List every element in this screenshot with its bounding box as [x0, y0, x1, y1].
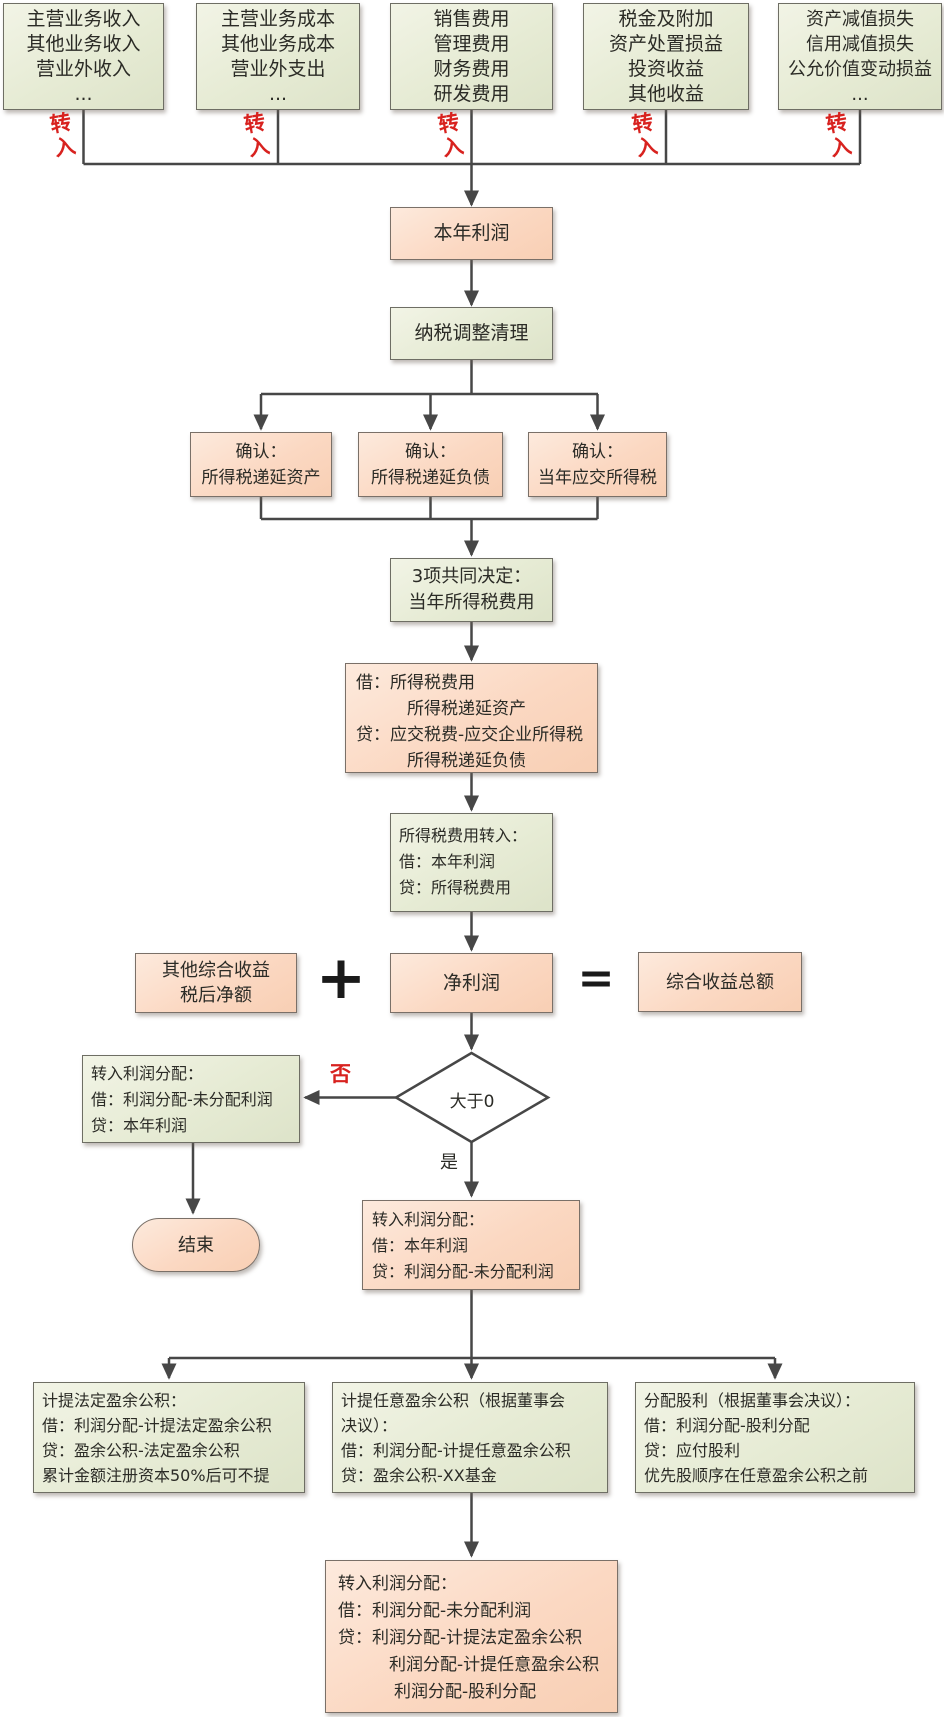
node-confirm-deferred-asset: 确认： 所得税递延资产 — [190, 432, 332, 497]
node-line: 净利润 — [442, 971, 500, 994]
node-line: 主营业务收入 — [26, 7, 141, 30]
node-line: 当年所得税费用 — [408, 592, 535, 613]
node-line: 资产处置损益 — [608, 32, 723, 55]
edge-label-no: 否 — [330, 1062, 351, 1086]
node-line: 利润分配-计提任意盈余公积 — [389, 1655, 600, 1675]
node-end: 结束 — [132, 1218, 260, 1272]
node-line: 转入利润分配： — [372, 1210, 485, 1229]
node-line: 3项共同决定： — [411, 566, 532, 587]
node-line: 借：利润分配-未分配利润 — [338, 1601, 532, 1621]
node-dividends: 分配股利（根据董事会决议）： 借：利润分配-股利分配 贷：应付股利 优先股顺序在… — [635, 1382, 915, 1493]
node-confirm-payable: 确认： 当年应交所得税 — [528, 432, 667, 497]
node-line: 所得税费用转入： — [399, 826, 528, 845]
node-line: 财务费用 — [433, 57, 510, 80]
node-line: 研发费用 — [433, 82, 510, 105]
node-line: 资产减值损失 — [806, 8, 914, 30]
node-line: 借：利润分配-计提法定盈余公积 — [42, 1416, 272, 1435]
node-line: 优先股顺序在任意盈余公积之前 — [644, 1466, 869, 1485]
node-line: 其他收益 — [627, 82, 704, 105]
node-source-tax: 税金及附加 资产处置损益 投资收益 其他收益 — [583, 3, 749, 110]
node-line: 贷：盈余公积-法定盈余公积 — [42, 1441, 240, 1460]
node-line: 其他业务收入 — [26, 32, 141, 55]
node-total-comprehensive: 综合收益总额 — [638, 952, 802, 1012]
node-line: 贷：利润分配-计提法定盈余公积 — [338, 1628, 583, 1648]
node-line: 税金及附加 — [618, 7, 714, 30]
node-line: 借：本年利润 — [372, 1236, 469, 1255]
node-line: 所得税递延资产 — [407, 699, 526, 719]
node-line: 税后净额 — [180, 985, 252, 1006]
node-source-impairment: 资产减值损失 信用减值损失 公允价值变动损益 ... — [778, 3, 942, 110]
node-final-transfer: 转入利润分配： 借：利润分配-未分配利润 贷：利润分配-计提法定盈余公积 利润分… — [325, 1560, 618, 1713]
node-line: 信用减值损失 — [806, 33, 914, 55]
node-line: 累计金额注册资本50%后可不提 — [42, 1466, 270, 1485]
node-line: 借：本年利润 — [399, 852, 496, 871]
node-line: 贷：本年利润 — [91, 1116, 188, 1135]
node-line: 借：利润分配-计提任意盈余公积 — [341, 1441, 571, 1460]
node-source-revenue: 主营业务收入 其他业务收入 营业外收入 ... — [3, 3, 164, 110]
node-line: 贷：盈余公积-XX基金 — [341, 1466, 497, 1485]
node-line: 纳税调整清理 — [414, 322, 529, 344]
node-line: 综合收益总额 — [666, 971, 774, 993]
decision-label: 大于0 — [449, 1092, 495, 1112]
node-line: 贷：所得税费用 — [399, 878, 512, 897]
node-line: 所得税递延负债 — [407, 751, 526, 771]
equals-operator: = — [577, 953, 615, 1004]
node-line: ... — [851, 83, 869, 105]
node-line: 其他业务成本 — [220, 32, 335, 55]
node-line: 确认： — [405, 441, 456, 462]
edge-label-yes: 是 — [440, 1152, 458, 1173]
node-line: 借：利润分配-未分配利润 — [91, 1090, 273, 1109]
node-line: 贷：应交税费-应交企业所得税 — [356, 725, 584, 745]
node-oci: 其他综合收益 税后净额 — [135, 953, 297, 1013]
node-discretionary-surplus: 计提任意盈余公积（根据董事会 决议）： 借：利润分配-计提任意盈余公积 贷：盈余… — [332, 1382, 608, 1493]
node-line: 营业外支出 — [230, 57, 326, 80]
node-line: 本年利润 — [433, 222, 510, 244]
node-line: 营业外收入 — [35, 57, 131, 80]
node-loss-transfer: 转入利润分配： 借：利润分配-未分配利润 贷：本年利润 — [82, 1055, 300, 1143]
node-line: 销售费用 — [433, 7, 510, 30]
node-current-year-profit: 本年利润 — [390, 207, 553, 260]
node-line: 贷：应付股利 — [644, 1441, 741, 1460]
node-profit-transfer: 转入利润分配： 借：本年利润 贷：利润分配-未分配利润 — [362, 1200, 580, 1290]
node-source-expense: 销售费用 管理费用 财务费用 研发费用 — [390, 3, 553, 110]
node-line: ... — [74, 82, 93, 105]
node-line: 转入利润分配： — [91, 1064, 204, 1083]
node-line: 投资收益 — [627, 57, 704, 80]
node-line: 决议）： — [341, 1416, 398, 1435]
node-line: 所得税递延资产 — [201, 467, 321, 488]
node-line: 管理费用 — [433, 32, 510, 55]
node-statutory-surplus: 计提法定盈余公积： 借：利润分配-计提法定盈余公积 贷：盈余公积-法定盈余公积 … — [33, 1382, 305, 1493]
node-source-cost: 主营业务成本 其他业务成本 营业外支出 ... — [196, 3, 360, 110]
node-line: 转入利润分配： — [338, 1574, 457, 1594]
plus-operator: + — [315, 943, 367, 1013]
node-line: 结束 — [178, 1234, 214, 1256]
node-line: ... — [268, 82, 288, 105]
node-line: 计提任意盈余公积（根据董事会 — [341, 1391, 566, 1410]
node-tax-adjustment: 纳税调整清理 — [390, 307, 553, 360]
node-line: 借：所得税费用 — [356, 673, 475, 693]
node-net-profit: 净利润 — [390, 953, 553, 1013]
node-line: 当年应交所得税 — [538, 467, 657, 488]
node-line: 利润分配-股利分配 — [394, 1682, 537, 1702]
node-confirm-deferred-liability: 确认： 所得税递延负债 — [358, 432, 503, 497]
node-line: 借：利润分配-股利分配 — [644, 1416, 810, 1435]
node-line: 所得税递延负债 — [371, 467, 490, 488]
node-tax-transfer: 所得税费用转入： 借：本年利润 贷：所得税费用 — [390, 813, 553, 912]
node-line: 其他综合收益 — [162, 960, 270, 981]
node-line: 分配股利（根据董事会决议）： — [644, 1391, 861, 1410]
node-tax-journal: 借：所得税费用 所得税递延资产 贷：应交税费-应交企业所得税 所得税递延负债 — [345, 663, 598, 773]
node-line: 计提法定盈余公积： — [42, 1391, 187, 1410]
node-line: 确认： — [572, 441, 623, 462]
node-line: 公允价值变动损益 — [788, 58, 932, 80]
node-line: 确认： — [235, 441, 287, 462]
node-line: 主营业务成本 — [220, 7, 335, 30]
node-three-items: 3项共同决定： 当年所得税费用 — [390, 558, 553, 622]
node-line: 贷：利润分配-未分配利润 — [372, 1262, 554, 1281]
